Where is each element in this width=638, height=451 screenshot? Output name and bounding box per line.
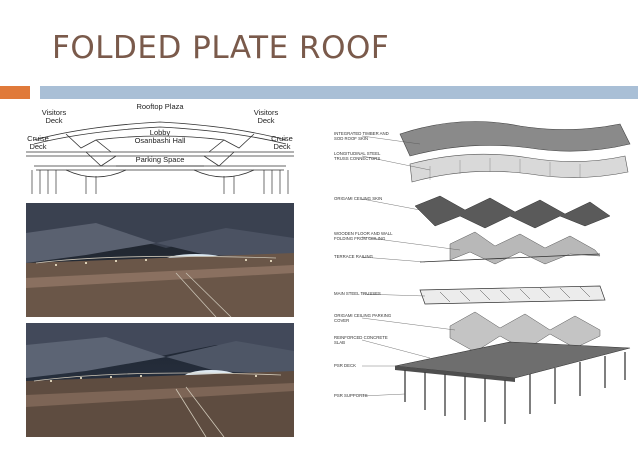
callout-terrace-railing: Terrace railing [334,254,373,259]
label-visitors-deck-right: Visitors Deck [253,108,279,125]
label-parking-space: Parking Space [135,155,185,164]
callout-psr-deck: PSR deck [334,363,356,368]
callout-concrete-slab: Reinforced concrete slab [334,335,388,345]
callout-roof-skin: Integrated timber and sod roof skin [334,131,389,141]
callout-parking-cover: Origami ceiling parking cover [334,313,392,323]
interior-photo-2 [26,323,294,437]
label-rooftop-plaza: Rooftop Plaza [136,102,184,111]
slide-title: FOLDED PLATE ROOF [52,30,390,66]
callout-origami-ceiling-skin: Origami ceiling skin [334,196,383,201]
interior-photo-1-image [26,203,294,317]
callout-truss-connectors: Longitudinal steel truss connectors [334,151,381,161]
interior-photo-2-image [26,323,294,437]
label-cruise-deck-right: Cruise Deck [271,134,293,151]
exploded-axonometric: Integrated timber and sod roof skin Long… [300,104,638,450]
callout-psr-supports: PSR supports [334,393,368,398]
section-drawing-lines [26,121,294,194]
accent-bar-orange [0,86,30,99]
callout-main-steel-trusses: Main steel trusses [334,291,381,296]
exploded-axonometric-drawing [361,121,631,424]
label-visitors-deck-left: Visitors Deck [41,108,67,125]
label-lobby: Lobby Osanbashi Hall [134,128,186,145]
accent-bar-blue [40,86,638,99]
callout-wooden-floor: Wooden floor and wall folding from ceili… [334,231,393,241]
label-cruise-deck-left: Cruise Deck [27,134,49,151]
section-drawing: Rooftop Plaza Visitors Deck Visitors Dec… [26,102,294,200]
interior-photo-1 [26,203,294,317]
